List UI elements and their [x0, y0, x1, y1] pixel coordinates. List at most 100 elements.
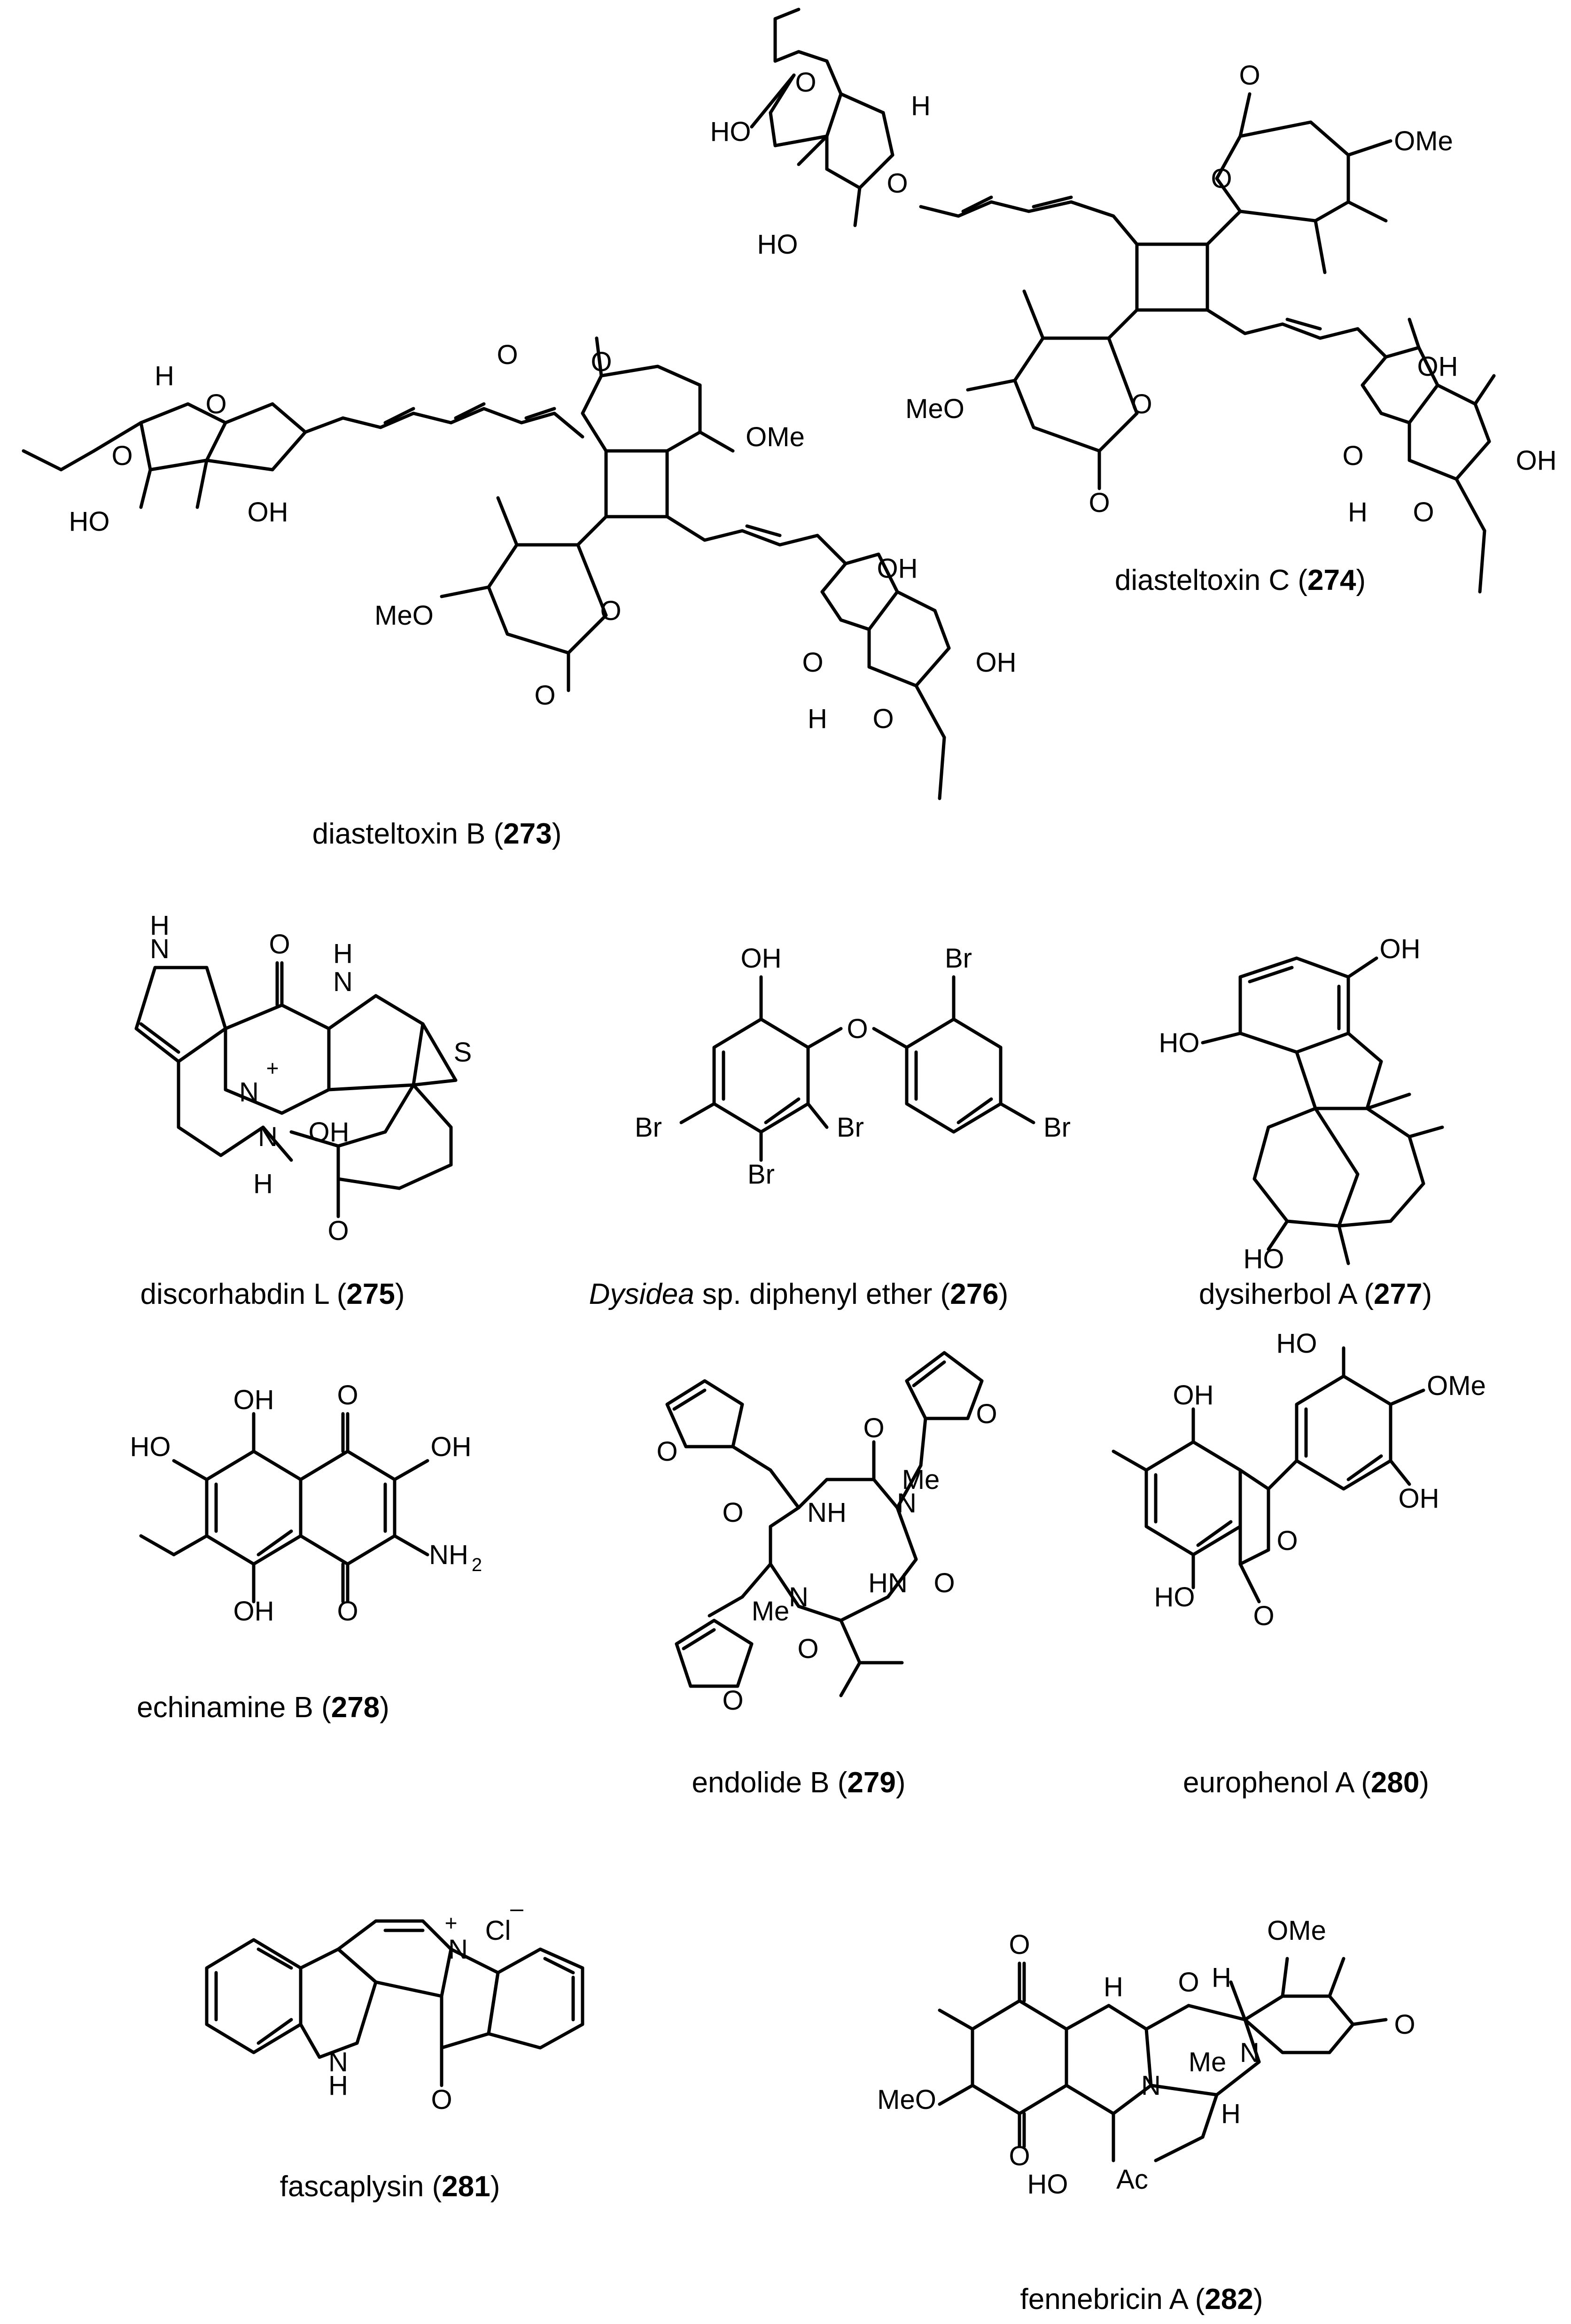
structure-282 — [938, 1957, 1388, 2162]
label-273-oh2: OH — [877, 553, 918, 584]
label-280-ho2: HO — [1154, 1582, 1195, 1612]
label-273-h2: H — [808, 704, 827, 734]
label-274-ome: OMe — [1394, 126, 1453, 156]
caption-282-name: fennebricin A — [1020, 2283, 1187, 2316]
label-273-o2: O — [111, 441, 132, 471]
label-275-s: S — [454, 1037, 472, 1068]
structure-274 — [750, 8, 1496, 594]
caption-279-number: 279 — [847, 1766, 896, 1799]
label-278-o1: O — [337, 1380, 358, 1410]
label-274-meo: MeO — [905, 394, 964, 424]
label-282-h1: H — [1104, 1972, 1123, 2002]
label-279-hn: HN — [868, 1568, 908, 1598]
label-278-sub: 2 — [472, 1555, 482, 1575]
label-278-ho: HO — [130, 1432, 171, 1462]
label-273-o3: O — [591, 347, 612, 377]
label-276-br3: Br — [837, 1112, 864, 1143]
label-282-o1: O — [1178, 1967, 1199, 1998]
label-281-n1: N — [448, 1934, 468, 1965]
label-279-o2: O — [976, 1399, 997, 1429]
label-274-o6: O — [1089, 488, 1110, 518]
label-273-o7: O — [802, 647, 823, 678]
label-274-o7: O — [1342, 441, 1363, 471]
label-282-n1: N — [1240, 2037, 1260, 2068]
label-273-h1: H — [155, 361, 174, 391]
label-274-ho1: HO — [710, 116, 751, 147]
label-279-o7: O — [722, 1685, 743, 1716]
label-276-br1: Br — [945, 943, 972, 974]
caption-274-name: diasteltoxin C — [1114, 564, 1290, 596]
caption-281: fascaplysin (281) — [280, 2170, 500, 2203]
caption-276: Dysidea sp. diphenyl ether (276) — [589, 1278, 1009, 1310]
caption-275: discorhabdin L (275) — [140, 1278, 405, 1310]
label-279-o3: O — [863, 1413, 884, 1443]
label-278-oh3: OH — [233, 1596, 274, 1627]
caption-281-number: 281 — [442, 2170, 490, 2203]
label-275-h2: H — [333, 938, 353, 969]
caption-280-name: europhenol A — [1183, 1766, 1353, 1799]
label-279-n1: N — [897, 1488, 917, 1518]
label-274-h2: H — [1348, 497, 1368, 527]
label-282-ac: Ac — [1116, 2164, 1148, 2195]
label-274-o2: O — [887, 168, 908, 199]
label-279-o6: O — [797, 1634, 818, 1664]
structure-280 — [1112, 1346, 1425, 1604]
label-278-oh1: OH — [233, 1385, 274, 1415]
label-274-ho2: HO — [757, 229, 798, 260]
label-280-oh1: OH — [1173, 1380, 1214, 1410]
label-279-me1: Me — [902, 1464, 940, 1495]
label-276-br2: Br — [635, 1112, 662, 1143]
structure-278 — [139, 1412, 429, 1604]
caption-274: diasteltoxin C (274) — [1114, 564, 1366, 596]
label-273-o5: O — [600, 596, 621, 626]
caption-276-number: 276 — [950, 1278, 999, 1310]
label-273-meo: MeO — [374, 600, 434, 631]
structure-275 — [134, 961, 458, 1218]
label-281-plus: + — [445, 1911, 458, 1935]
label-279-o5: O — [933, 1568, 955, 1598]
label-282-o3: O — [1394, 2009, 1415, 2040]
label-273-o6: O — [534, 680, 555, 711]
label-273-oh1: OH — [248, 497, 288, 527]
label-274-o1: O — [795, 67, 816, 98]
caption-277: dysiherbol A (277) — [1198, 1278, 1432, 1310]
caption-274-number: 274 — [1307, 564, 1356, 596]
label-279-me2: Me — [752, 1596, 790, 1627]
caption-273: diasteltoxin B (273) — [312, 818, 562, 850]
label-274-oh1: OH — [1417, 351, 1458, 382]
caption-277-name: dysiherbol A — [1198, 1278, 1356, 1310]
label-282-h3: H — [1221, 2099, 1241, 2129]
label-275-nh1: N — [150, 934, 170, 964]
label-277-oh: OH — [1380, 934, 1421, 964]
caption-275-name: discorhabdin L — [140, 1278, 329, 1310]
caption-276-genus: Dysidea — [589, 1278, 694, 1310]
label-276-o: O — [847, 1014, 868, 1044]
caption-278-number: 278 — [331, 1691, 380, 1724]
caption-280: europhenol A (280) — [1183, 1766, 1429, 1799]
label-273-o4: O — [497, 340, 518, 370]
caption-278-name: echinamine B — [137, 1691, 313, 1724]
label-273-ho: HO — [69, 506, 110, 537]
label-281-cl: Cl — [485, 1915, 511, 1946]
label-275-nh2: N — [333, 967, 353, 997]
label-282-ome: OMe — [1267, 1915, 1326, 1946]
caption-282: fennebricin A (282) — [1020, 2283, 1263, 2316]
label-282-o4: O — [1009, 2141, 1030, 2171]
label-278-o2: O — [337, 1596, 358, 1627]
label-275-h1: H — [150, 910, 170, 941]
label-279-o1: O — [656, 1436, 677, 1467]
label-280-o1: O — [1276, 1526, 1298, 1556]
label-277-ho1: HO — [1159, 1028, 1200, 1058]
label-275-h3: H — [253, 1169, 273, 1199]
label-273-ome: OMe — [746, 422, 805, 452]
label-278-nh2: NH — [429, 1540, 468, 1570]
label-275-o2: O — [327, 1216, 349, 1246]
label-274-o3: O — [1239, 60, 1260, 91]
structure-276 — [679, 975, 1035, 1162]
caption-277-number: 277 — [1374, 1278, 1423, 1310]
label-276-br5: Br — [1043, 1112, 1071, 1143]
caption-280-number: 280 — [1370, 1766, 1420, 1799]
label-278-oh2: OH — [431, 1432, 472, 1462]
label-281-h: H — [328, 2070, 348, 2101]
